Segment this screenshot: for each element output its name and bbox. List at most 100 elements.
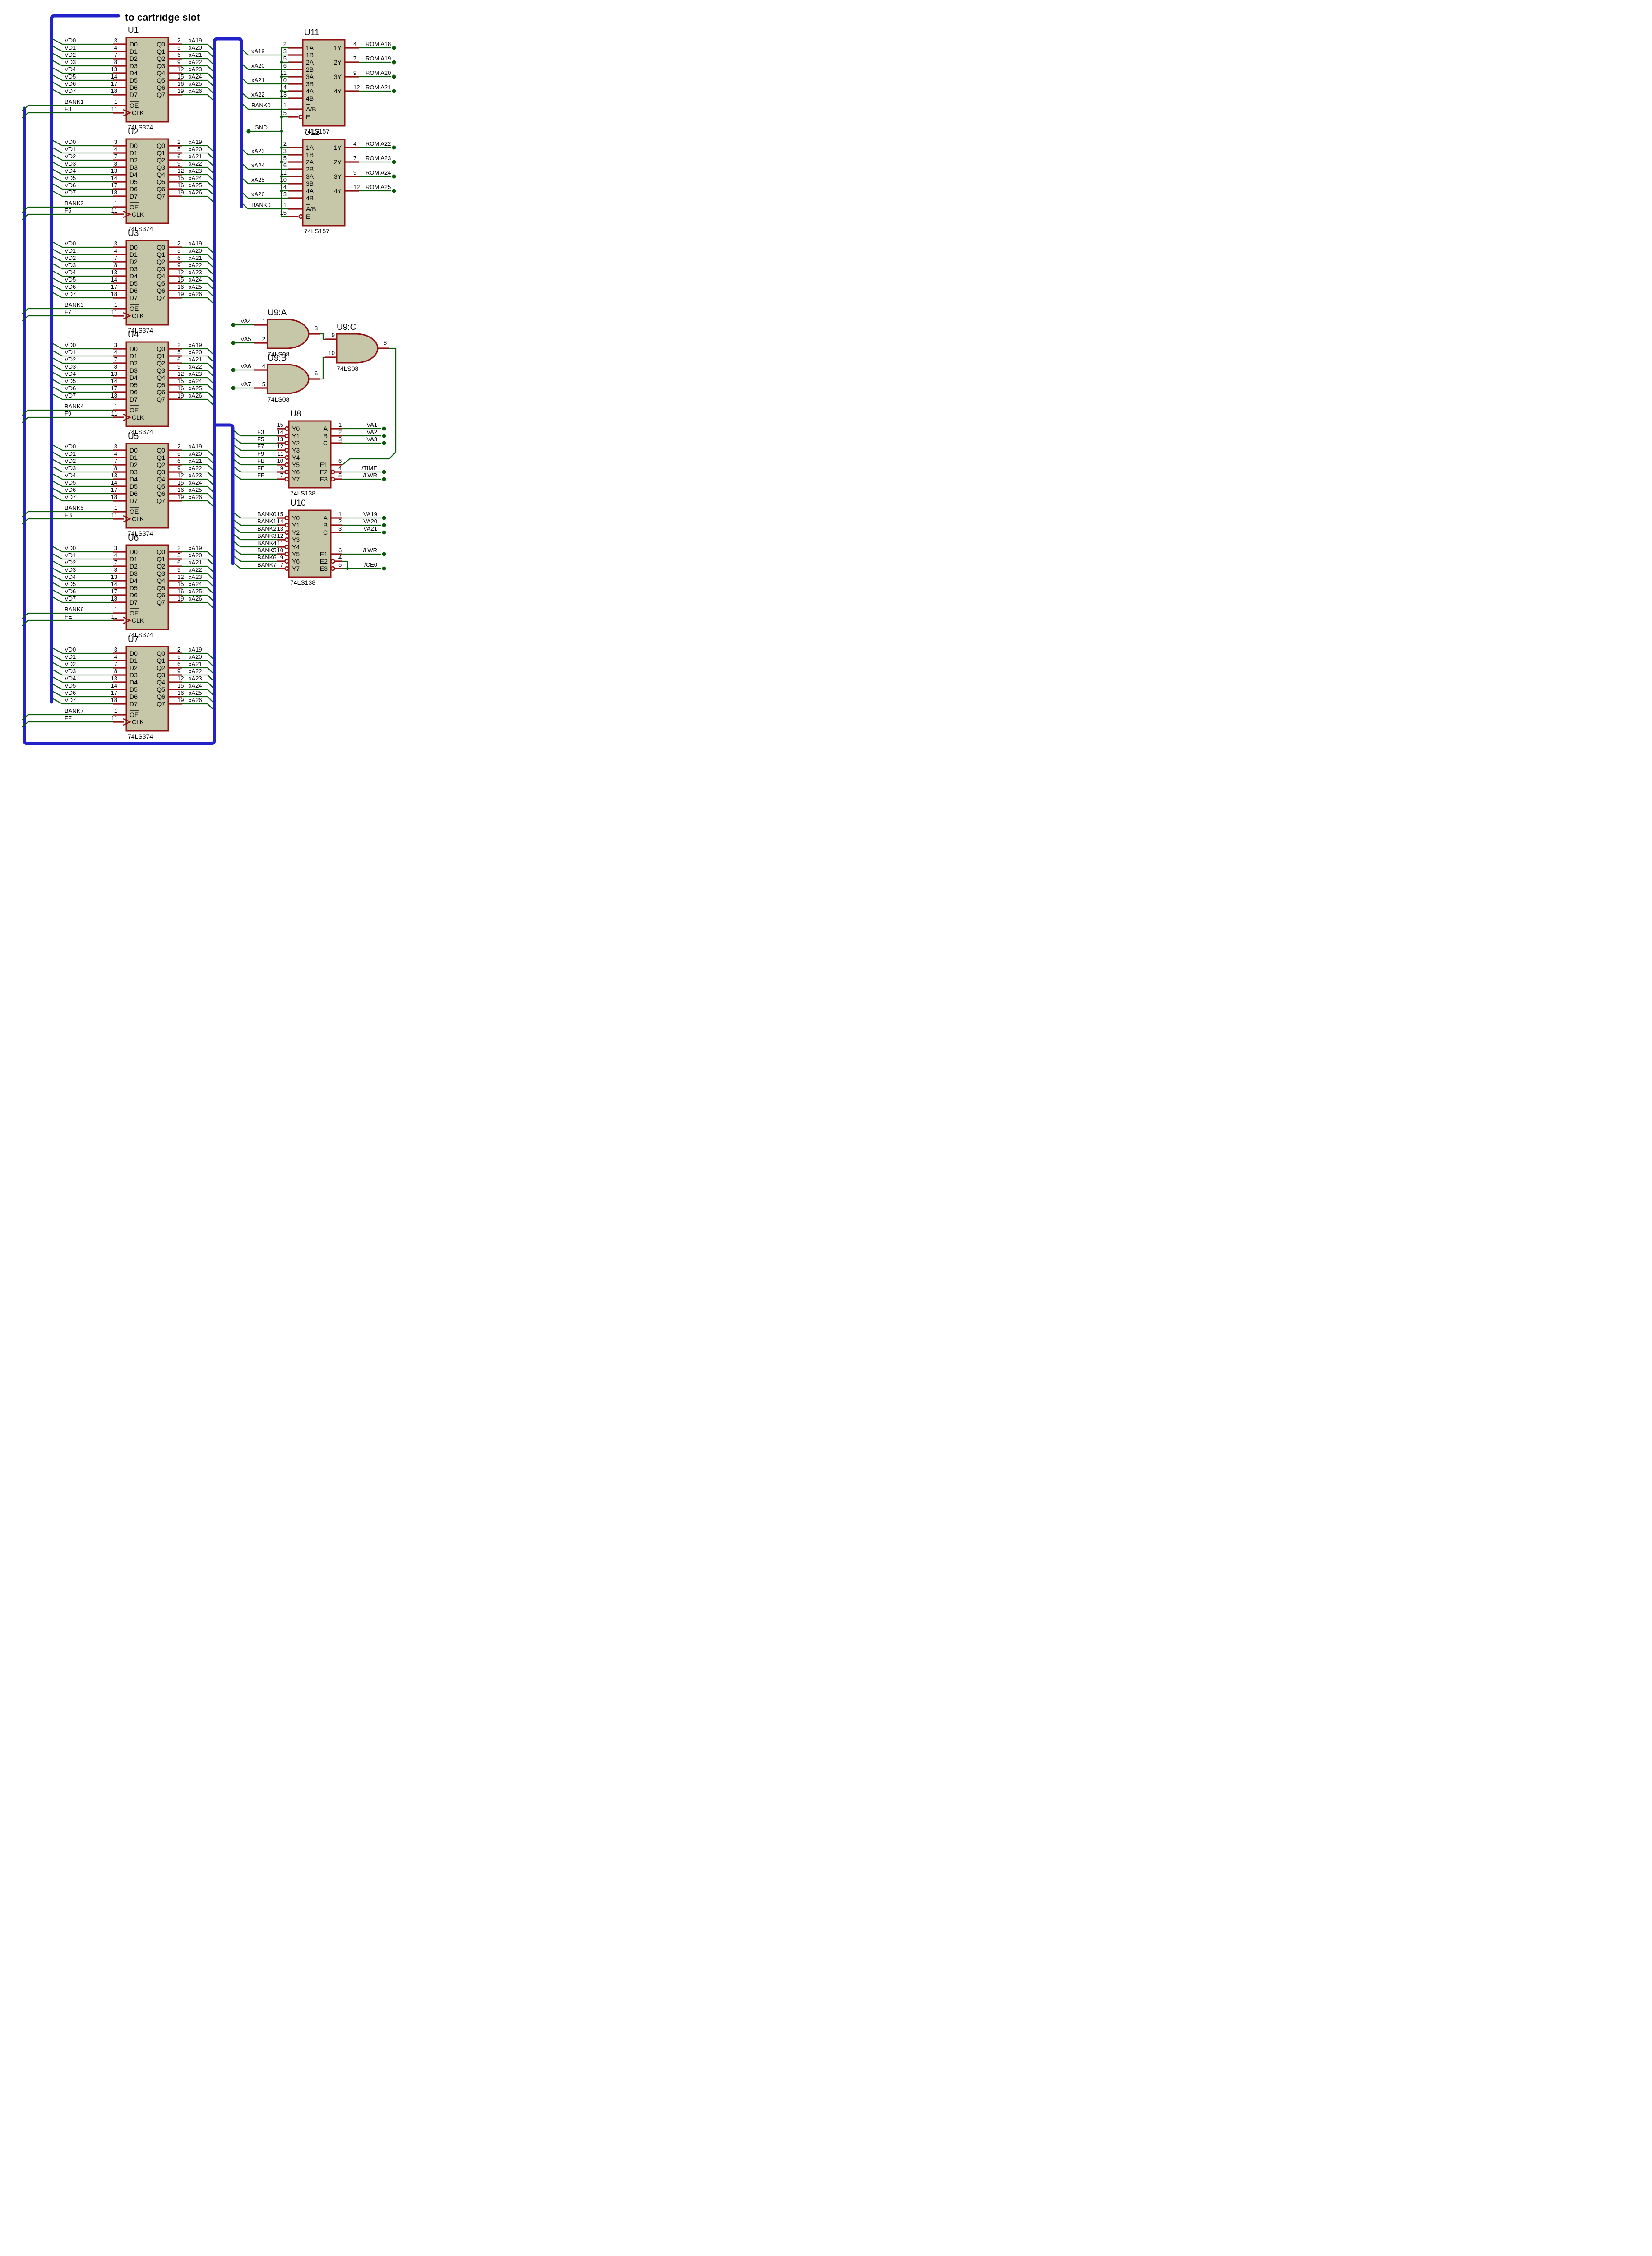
terminal-dot-VA21 [382, 530, 386, 535]
wire-xA21 [181, 667, 213, 674]
schematic: to cartridge slotVD03D02xA19Q0VD14D15xA2… [0, 0, 413, 751]
junction-dot [280, 75, 283, 79]
terminal-dot-VA3 [382, 441, 386, 445]
pin-number: 9 [353, 69, 356, 76]
pin-function-label: D2 [130, 461, 138, 468]
pin-number: 5 [177, 552, 180, 559]
net-label-VD1: VD1 [65, 349, 76, 356]
net-label-VD3: VD3 [65, 566, 76, 573]
pin-function-label: Y6 [292, 558, 300, 565]
pin-number: 1 [114, 403, 117, 410]
net-label-xA25: xA25 [189, 283, 202, 290]
wire-xA19 [181, 348, 213, 355]
pin-function-label: Y0 [292, 425, 300, 432]
net-label-VA4: VA4 [241, 318, 251, 324]
pin-function-label: B [324, 432, 328, 439]
net-label-xA19: xA19 [189, 545, 202, 551]
pin-function-label: 4A [306, 187, 314, 194]
net-label-VD7: VD7 [65, 494, 76, 500]
wire-F5 [22, 213, 114, 220]
wire-xA22 [181, 471, 213, 478]
terminal-dot-VA1 [382, 426, 386, 431]
net-label-ROM A19: ROM A19 [366, 55, 391, 62]
pin-number: 11 [111, 613, 118, 620]
pin-function-label-oe: OE [130, 407, 139, 414]
wire-BANK4 [22, 409, 114, 416]
pin-number: 1 [262, 318, 265, 324]
junction-dot [280, 146, 283, 149]
wire-xA24 [181, 282, 213, 289]
pin-function-label-clk: CLK [132, 109, 144, 116]
junction-dot [280, 89, 283, 93]
pin-function-label: B [324, 522, 328, 529]
net-label-ROM A18: ROM A18 [366, 41, 391, 47]
wire-VD5 [52, 74, 114, 81]
wire-VD3 [52, 669, 114, 676]
inverter-bubble [284, 455, 289, 460]
pin-number: 8 [114, 160, 117, 167]
pin-number: 4 [114, 349, 117, 356]
pin-number: 15 [277, 421, 283, 428]
wire-xA24 [181, 181, 213, 188]
pin-number: 3 [114, 240, 117, 247]
pin-number: 6 [283, 62, 287, 69]
inverter-bubble [284, 551, 289, 557]
pin-function-label: Q3 [157, 671, 165, 679]
pin-number: 11 [111, 106, 118, 112]
pin-function-label: D4 [130, 171, 138, 178]
pin-number: 18 [111, 291, 117, 297]
pin-number: 3 [114, 139, 117, 145]
inverter-bubble [284, 522, 289, 528]
wire-BANK6 [233, 555, 278, 562]
pin-number: 7 [114, 153, 117, 160]
chip-title-U2: U2 [128, 127, 139, 137]
pin-number: 4 [114, 653, 117, 660]
pin-number: 5 [177, 146, 180, 153]
wire-BANK3 [233, 534, 278, 541]
net-label-VD1: VD1 [65, 44, 76, 51]
pin-number: 11 [281, 69, 287, 76]
net-label-xA24: xA24 [251, 162, 265, 169]
inverter-bubble [284, 433, 289, 439]
net-label-/LWR: /LWR [363, 547, 377, 554]
pin-number: 13 [111, 167, 117, 174]
pin-number: 15 [177, 479, 184, 486]
net-label-xA22: xA22 [189, 363, 202, 370]
pin-number: 14 [111, 479, 117, 486]
pin-number: 11 [111, 309, 118, 315]
net-label-xA20: xA20 [189, 247, 202, 254]
wire-VD0 [52, 343, 114, 350]
net-label-BANK4: BANK4 [257, 540, 277, 546]
junction-dot [280, 60, 283, 64]
pin-number: 3 [114, 342, 117, 348]
pin-function-label: 1B [306, 151, 314, 158]
net-label-VD7: VD7 [65, 697, 76, 703]
wire-xA23 [181, 681, 213, 688]
pin-number: 17 [111, 385, 117, 392]
pin-number: 4 [114, 450, 117, 457]
wire-xA19 [181, 246, 213, 253]
pin-function-label-enable: E [306, 113, 310, 120]
terminal-dot-/TIME [382, 470, 386, 474]
pin-number: 19 [177, 88, 184, 94]
wire-xA25 [242, 178, 289, 185]
net-label-BANK1: BANK1 [65, 98, 84, 105]
pin-number: 12 [277, 443, 283, 450]
pin-function-label: D5 [130, 77, 138, 84]
pin-number: 2 [177, 545, 180, 551]
net-label-VD4: VD4 [65, 675, 76, 682]
pin-number: 12 [177, 167, 184, 174]
wire-xA23 [181, 478, 213, 485]
wire-xA20 [181, 660, 213, 666]
net-label-FB: FB [257, 458, 265, 464]
bus-cartridge-data [50, 14, 120, 704]
pin-number: 15 [277, 511, 283, 518]
pin-number: 16 [177, 283, 184, 290]
pin-number: 8 [114, 566, 117, 573]
pin-number: 5 [177, 653, 180, 660]
pin-function-label: D1 [130, 48, 138, 55]
net-label-BANK5: BANK5 [65, 504, 84, 511]
pin-function-label: 3B [306, 180, 314, 187]
pin-function-label: Q1 [157, 48, 165, 55]
pin-number: 14 [111, 682, 117, 689]
